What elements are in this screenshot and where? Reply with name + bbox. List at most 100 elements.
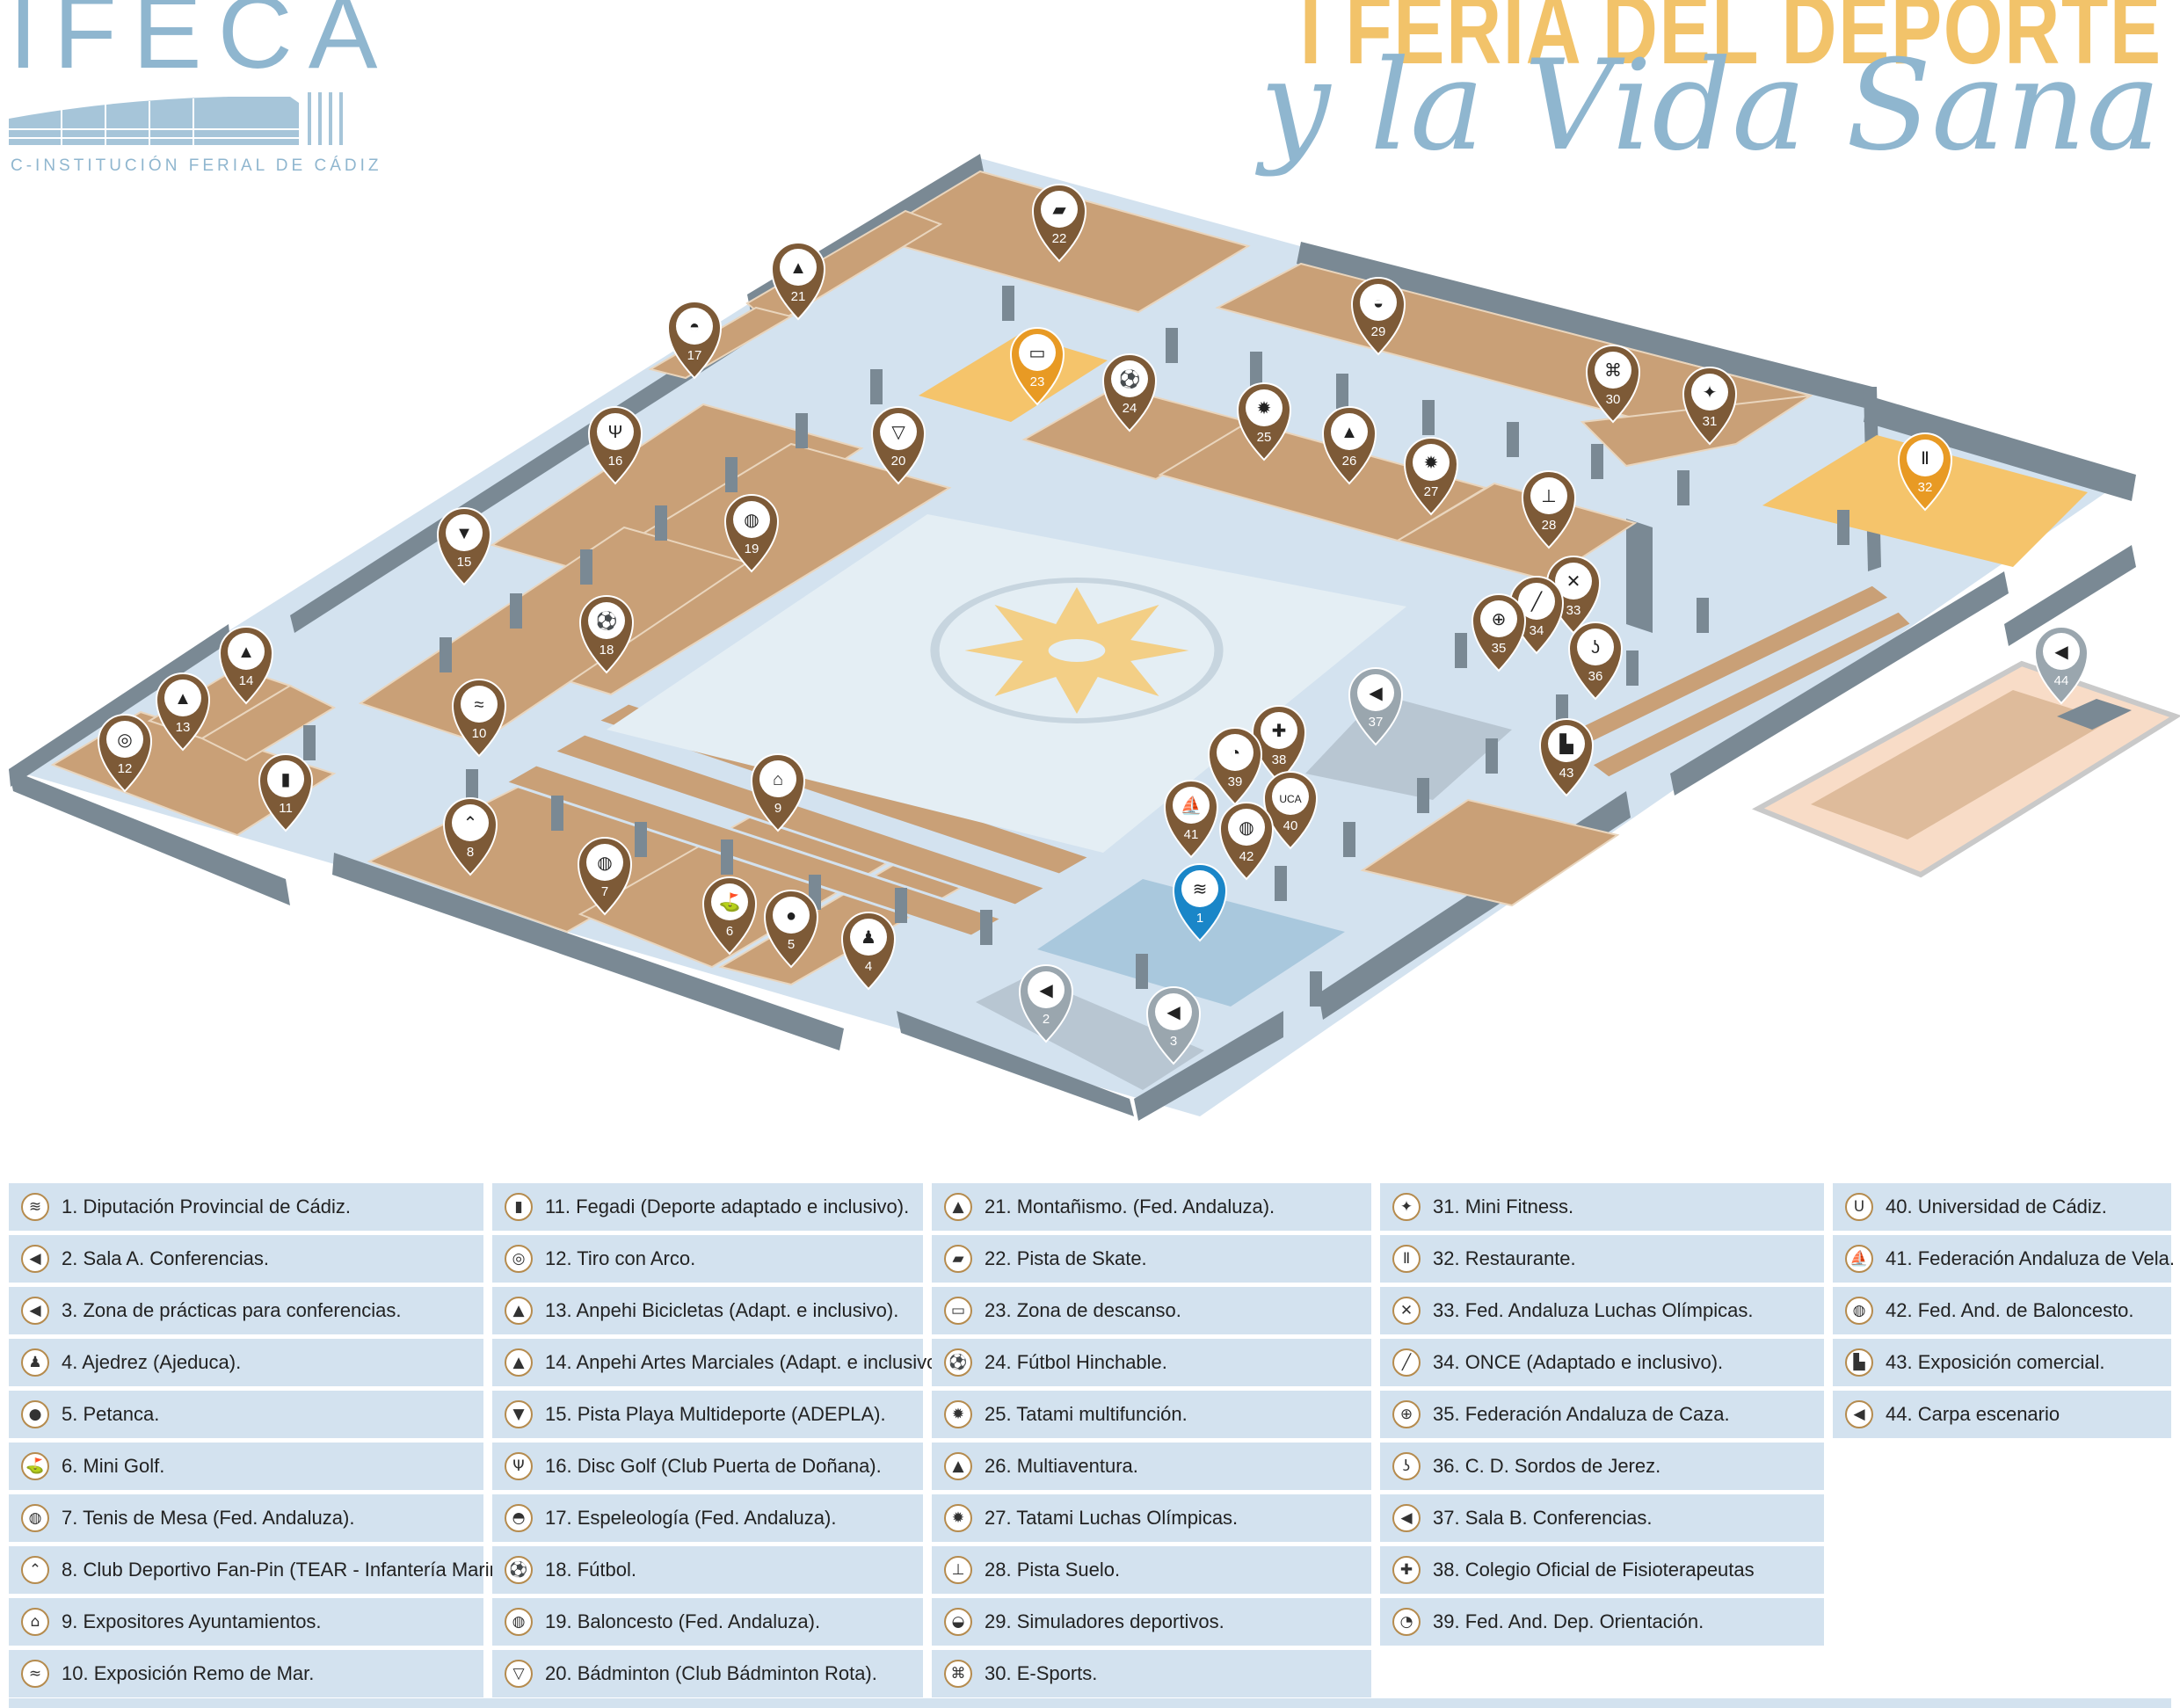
pin-42[interactable]: ◍42	[1218, 802, 1275, 881]
pin-38[interactable]: ✚38	[1251, 705, 1307, 784]
football-icon-glyph: ⚽	[1118, 368, 1141, 389]
archery-target-icon	[106, 721, 143, 758]
pin-23[interactable]: ▭23	[1009, 327, 1065, 406]
stage-seating	[1811, 690, 2110, 839]
legend-label: 18. Fútbol.	[545, 1559, 636, 1581]
pin-10[interactable]: ≈10	[451, 679, 507, 758]
pin-30[interactable]: ⌘30	[1585, 345, 1641, 424]
pin-20[interactable]: ▽ 20	[870, 406, 926, 485]
legend-item: ◀2. Sala A. Conferencias.	[9, 1235, 483, 1283]
legend-label: 23. Zona de descanso.	[985, 1299, 1181, 1321]
legend-label: 6. Mini Golf.	[62, 1455, 165, 1477]
rowing-icon: ≈	[21, 1660, 49, 1688]
legend-label: 4. Ajedrez (Ajeduca).	[62, 1351, 242, 1373]
pin-1[interactable]: ≋1	[1172, 863, 1228, 942]
pin-31[interactable]: ✦31	[1682, 367, 1738, 446]
pin-43[interactable]: ▙43	[1538, 718, 1595, 797]
pin-29[interactable]: ◒29	[1350, 277, 1406, 356]
pin-24[interactable]: ⚽24	[1101, 353, 1158, 432]
pin-12[interactable]: ◎12	[97, 714, 153, 793]
fork-knife-icon	[1907, 440, 1944, 476]
megaphone-icon	[1028, 971, 1065, 1008]
bench-icon: ▭	[944, 1297, 972, 1325]
basketball-icon	[1228, 809, 1265, 846]
wrestling-icon: ✕	[1392, 1297, 1421, 1325]
pin-number: 26	[1342, 454, 1357, 469]
football-icon: ⚽	[944, 1348, 972, 1377]
megaphone-gear-icon-glyph: ◀	[1166, 1003, 1181, 1022]
gamepad-icon	[1595, 352, 1631, 389]
pin-number: 41	[1184, 827, 1199, 842]
blind-person-icon: ╱	[1392, 1348, 1421, 1377]
legend-item: ⊕35. Federación Andaluza de Caza.	[1380, 1391, 1824, 1438]
pin-7[interactable]: ◍7	[577, 837, 633, 916]
petanque-icon-glyph: ●	[786, 906, 796, 926]
legend-item: ▼15. Pista Playa Multideporte (ADEPLA).	[492, 1391, 923, 1438]
wrestling-icon	[1555, 563, 1592, 600]
display-stand-icon: ▙	[1845, 1348, 1873, 1377]
pin-39[interactable]: ◔39	[1207, 727, 1263, 806]
fitness-icon-glyph: ✦	[1703, 383, 1718, 403]
pin-3[interactable]: ◀3	[1145, 986, 1202, 1065]
pin-25[interactable]: ✹25	[1236, 382, 1292, 462]
pin-19[interactable]: ◍19	[723, 494, 780, 573]
pin-21[interactable]: ▲21	[770, 242, 826, 321]
pin-36[interactable]: ʖ36	[1567, 621, 1624, 701]
pin-15[interactable]: ▼15	[436, 507, 492, 586]
pin-8[interactable]: ⌃8	[442, 797, 498, 876]
legend-item: ▭ 23. Zona de descanso.	[932, 1287, 1371, 1334]
martial-arts-icon-glyph: ▲	[237, 643, 255, 662]
compass-shoe-icon: ◔	[1392, 1608, 1421, 1636]
pin-16[interactable]: Ψ16	[587, 406, 643, 485]
pin-26[interactable]: ▲26	[1321, 406, 1377, 485]
pin-18[interactable]: ⚽18	[578, 595, 635, 674]
pin-4[interactable]: ♟4	[840, 912, 897, 991]
shuttlecock-icon-glyph: ▽	[891, 423, 905, 442]
legend-item: ▲14. Anpehi Artes Marciales (Adapt. e in…	[492, 1339, 949, 1386]
crosshair-icon: ⊕	[1392, 1400, 1421, 1428]
archery-target-icon-glyph: ◎	[117, 730, 132, 750]
pin-22[interactable]: ▰22	[1031, 184, 1087, 263]
helmet-icon-glyph: ◓	[689, 317, 700, 337]
pin-28[interactable]: ⊥28	[1521, 470, 1577, 549]
town-hall-icon	[759, 760, 796, 797]
pin-9[interactable]: ⌂9	[750, 753, 806, 832]
pin-17[interactable]: ◓17	[666, 301, 723, 380]
football-icon	[588, 602, 625, 639]
pin-6[interactable]: ⛳6	[701, 876, 758, 956]
legend-label: 38. Colegio Oficial de Fisioterapeutas	[1433, 1559, 1755, 1581]
pin-number: 6	[726, 924, 733, 939]
pin-14[interactable]: ▲14	[218, 626, 274, 705]
pin-11[interactable]: ▮11	[258, 753, 314, 832]
crosshair-icon	[1480, 600, 1517, 637]
diputacion-area	[1037, 879, 1345, 1007]
pin-number: 20	[891, 454, 906, 469]
pin-5[interactable]: ●5	[763, 890, 819, 969]
pin-number: 8	[467, 845, 474, 860]
chevron-rank-icon-glyph: ⌃	[463, 814, 478, 833]
university-icon-glyph: UCA	[1279, 793, 1301, 805]
pin-37[interactable]: ◀37	[1348, 667, 1404, 746]
pin-44[interactable]: ◀44	[2033, 626, 2089, 705]
skateboard-icon	[1041, 191, 1078, 228]
legend-item: ⚽24. Fútbol Hinchable.	[932, 1339, 1371, 1386]
legend-label: 9. Expositores Ayuntamientos.	[62, 1610, 322, 1632]
pin-13[interactable]: ▲13	[155, 672, 211, 752]
megaphone-icon-glyph: ◀	[1369, 684, 1383, 703]
pin-27[interactable]: ✹27	[1403, 437, 1459, 516]
pin-35[interactable]: ⊕35	[1471, 593, 1527, 672]
legend-item: ◒29. Simuladores deportivos.	[932, 1598, 1371, 1646]
sailboat-icon	[1173, 787, 1210, 824]
pin-number: 16	[608, 454, 623, 469]
pin-number: 27	[1424, 484, 1439, 499]
bicycle-icon: ▲	[505, 1297, 533, 1325]
legend-item: ▲26. Multiaventura.	[932, 1443, 1371, 1490]
shuttlecock-icon	[880, 413, 917, 450]
pin-number: 9	[774, 801, 781, 816]
pin-2[interactable]: ◀2	[1018, 964, 1074, 1043]
pin-41[interactable]: ⛵41	[1163, 780, 1219, 859]
